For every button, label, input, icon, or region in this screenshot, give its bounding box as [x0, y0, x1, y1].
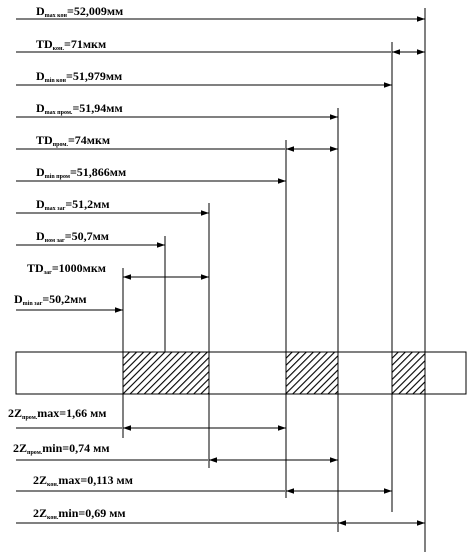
label-2z-prom-min: 2Zпром.min=0,74 мм	[13, 441, 110, 456]
label-2z-kon-min: 2Zкон.min=0,69 мм	[33, 506, 126, 521]
tolerance-field-zag	[122, 351, 210, 395]
label-2z-prom-max: 2Zпром.max=1,66 мм	[8, 406, 106, 421]
tolerance-field-kon	[391, 351, 426, 395]
label-d-min-kon: Dmin кон=51,979мм	[36, 69, 122, 84]
label-td-kon: TDкон.=71мкм	[36, 37, 106, 52]
workpiece-bar	[15, 351, 467, 395]
label-2z-kon-max: 2Zкон.max=0,113 мм	[33, 473, 133, 488]
label-d-min-zag: Dmin заг=50,2мм	[14, 292, 87, 307]
label-d-max-zag: Dmax заг=51,2мм	[36, 197, 110, 212]
label-d-nom-zag: Dном заг=50,7мм	[36, 229, 109, 244]
label-d-min-prom: Dmin пром=51,866мм	[36, 165, 126, 180]
label-d-max-kon: Dmax кон=52,009мм	[36, 4, 123, 19]
label-td-zag: TDзаг=1000мкм	[27, 261, 106, 276]
tolerance-field-prom	[285, 351, 339, 395]
extension-lines	[122, 8, 426, 552]
label-td-prom: TDпром.=74мкм	[36, 133, 110, 148]
label-d-max-prom: Dmax пром.=51,94мм	[36, 101, 123, 116]
